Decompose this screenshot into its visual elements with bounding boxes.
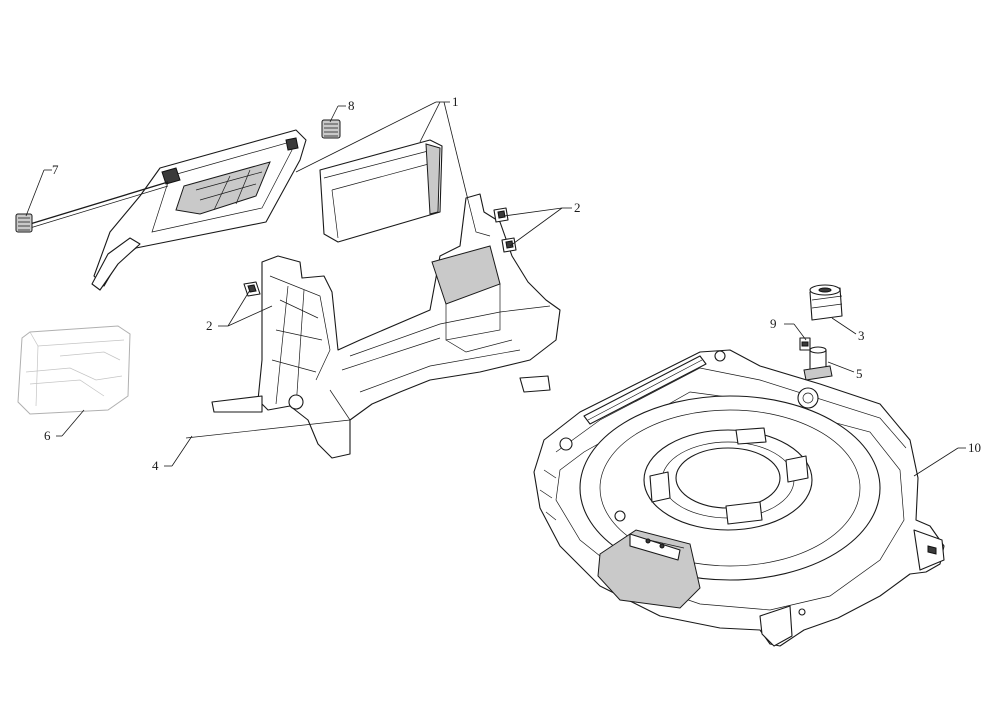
part-chassis [185,193,561,459]
part-mower-deck [533,349,945,647]
part-spring-left [15,213,33,233]
callout-3: 3 [858,328,865,343]
callout-1: 1 [452,94,459,109]
callout-5: 5 [856,366,863,381]
callout-9: 9 [770,316,777,331]
part-clip-left [243,281,261,297]
part-clip-right-upper [493,207,509,223]
callout-10: 10 [968,440,981,455]
part-side-flap [319,139,443,243]
callout-4: 4 [152,458,159,473]
part-nipple [799,337,811,351]
part-cap [809,284,843,321]
callout-2-lower: 2 [206,318,213,333]
callout-8: 8 [348,98,355,113]
callout-2-upper: 2 [574,200,581,215]
part-rear-flap [91,129,307,291]
leader-lines [25,101,966,477]
callout-7: 7 [52,162,59,177]
part-grass-bag [17,325,131,415]
part-hinge-rod [29,181,169,229]
part-clip-right-lower [501,237,517,253]
part-spring-right [321,119,341,139]
callout-6: 6 [44,428,51,443]
part-wash-fitting [803,346,833,381]
callout-labels: 1 2 2 3 4 5 6 7 8 9 10 [44,94,981,473]
